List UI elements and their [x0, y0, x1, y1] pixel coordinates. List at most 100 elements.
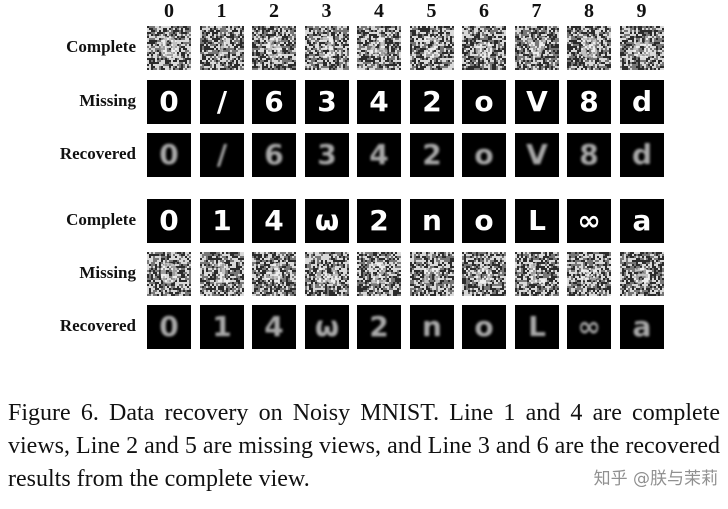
noise-pixel — [387, 36, 389, 38]
noise-pixel — [593, 32, 595, 34]
noise-pixel — [536, 50, 539, 52]
noise-pixel — [201, 66, 204, 68]
noise-pixel — [569, 30, 571, 32]
noise-pixel — [272, 62, 274, 64]
noise-pixel — [344, 34, 347, 36]
noise-pixel — [579, 46, 581, 48]
noise-pixel — [421, 32, 424, 34]
noise-pixel — [239, 34, 242, 36]
noise-pixel — [167, 52, 169, 54]
noise-pixel — [227, 30, 230, 32]
noise-pixel — [423, 52, 426, 54]
noise-pixel — [167, 32, 169, 34]
noise-pixel — [282, 48, 284, 50]
noise-pixel — [516, 30, 519, 32]
noise-pixel — [629, 48, 632, 50]
noise-pixel — [229, 68, 232, 70]
noise-pixel — [482, 68, 484, 70]
noise-pixel — [365, 46, 367, 48]
noise-pixel — [385, 42, 387, 44]
noise-pixel — [205, 54, 208, 56]
noise-pixel — [181, 30, 183, 32]
noise-pixel — [237, 68, 240, 70]
noise-pixel — [219, 44, 222, 46]
noise-pixel — [657, 62, 660, 64]
noise-pixel — [583, 62, 585, 64]
noise-pixel — [625, 50, 628, 52]
noise-pixel — [494, 28, 496, 30]
noise-pixel — [235, 46, 238, 48]
noise-pixel — [326, 68, 329, 70]
noise-pixel — [324, 66, 327, 68]
noise-pixel — [363, 28, 365, 30]
noise-pixel — [235, 30, 238, 32]
noise-pixel — [534, 64, 537, 66]
noise-pixel — [409, 44, 412, 46]
noise-pixel — [205, 36, 208, 38]
noise-pixel — [237, 50, 240, 52]
noise-pixel — [522, 36, 525, 38]
noise-pixel — [502, 60, 504, 62]
noise-pixel — [256, 44, 258, 46]
noise-pixel — [383, 34, 385, 36]
noise-pixel — [583, 48, 585, 50]
digit-glyph: o — [474, 138, 493, 171]
noise-pixel — [536, 26, 539, 28]
noise-pixel — [310, 30, 313, 32]
digit-glyph: 2 — [369, 204, 388, 237]
noise-pixel — [411, 54, 414, 56]
column-header: 6 — [479, 0, 489, 22]
noise-pixel — [466, 62, 468, 64]
noise-pixel — [203, 62, 206, 64]
noise-pixel — [639, 56, 642, 58]
noise-pixel — [288, 68, 290, 70]
noise-pixel — [528, 58, 531, 60]
noise-pixel — [526, 28, 529, 30]
noise-pixel — [278, 46, 280, 48]
noise-pixel — [278, 58, 280, 60]
noise-pixel — [340, 38, 343, 40]
noise-pixel — [472, 66, 474, 68]
noise-pixel — [504, 32, 506, 34]
noise-pixel — [474, 66, 476, 68]
noise-pixel — [554, 26, 557, 28]
noise-pixel — [492, 28, 494, 30]
noise-pixel — [320, 60, 323, 62]
noise-pixel — [175, 44, 177, 46]
noise-pixel — [429, 48, 432, 50]
noise-pixel — [556, 48, 559, 50]
noise-pixel — [334, 62, 337, 64]
noise-pixel — [357, 26, 359, 28]
noise-pixel — [445, 32, 448, 34]
noise-pixel — [621, 46, 624, 48]
noise-pixel — [149, 54, 151, 56]
noise-pixel — [280, 34, 282, 36]
noise-pixel — [237, 48, 240, 50]
noise-pixel — [431, 52, 434, 54]
noise-pixel — [229, 44, 232, 46]
noise-pixel — [177, 62, 179, 64]
noise-pixel — [504, 42, 506, 44]
noise-pixel — [324, 50, 327, 52]
digit-image-svg: o — [462, 80, 506, 124]
noise-pixel — [627, 42, 630, 44]
noise-pixel — [312, 54, 315, 56]
digit-image: ∞ — [567, 199, 611, 243]
noise-pixel — [603, 40, 605, 42]
noise-pixel — [256, 58, 258, 60]
noise-pixel — [423, 32, 426, 34]
noise-pixel — [227, 46, 230, 48]
noise-pixel — [633, 60, 636, 62]
noise-pixel — [653, 26, 656, 28]
noise-pixel — [237, 26, 240, 28]
noise-pixel — [540, 64, 543, 66]
noise-pixel — [546, 46, 549, 48]
noise-pixel — [492, 36, 494, 38]
noise-pixel — [514, 48, 517, 50]
noise-pixel — [647, 62, 650, 64]
noise-pixel — [593, 60, 595, 62]
noise-pixel — [647, 34, 650, 36]
noise-pixel — [179, 42, 181, 44]
noise-pixel — [413, 44, 416, 46]
noise-pixel — [439, 30, 442, 32]
